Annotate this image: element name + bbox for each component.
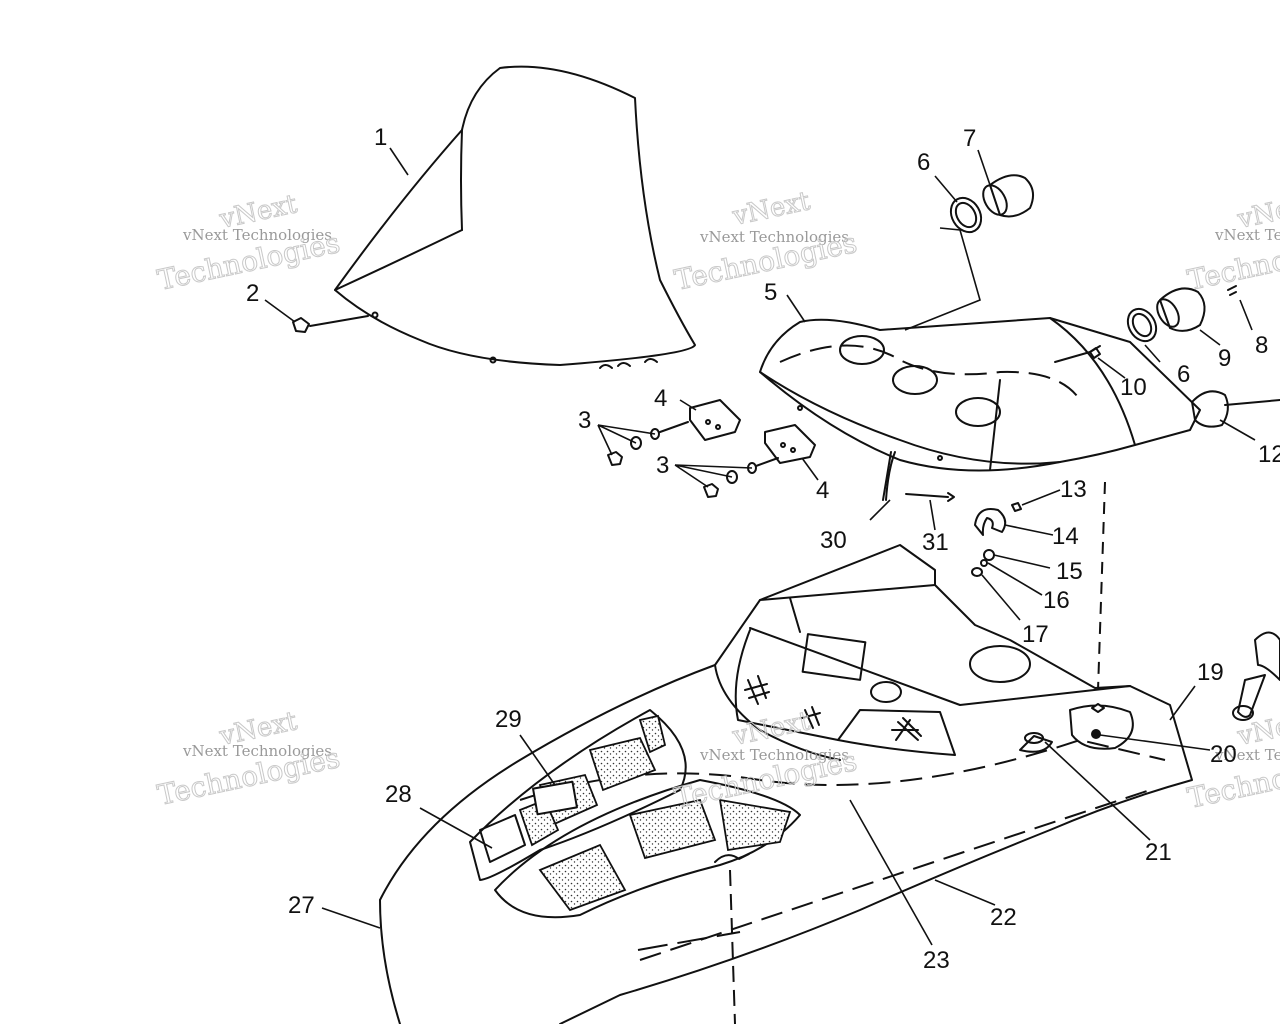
windshield [334,65,696,369]
callout-6-lower: 6 [1177,361,1190,388]
handle-part-right [1232,631,1280,721]
watermark-left-bottom: vNext vNext Technologies Technologies [154,706,343,813]
callout-15: 15 [1056,558,1083,585]
callout-20: 20 [1210,741,1237,768]
callout-6-upper: 6 [917,149,930,176]
hardware-3-lower [703,457,779,498]
gauge-ring-6-upper [949,196,983,234]
callout-5: 5 [764,279,777,306]
svg-text:vNext: vNext [729,186,813,232]
callout-12: 12 [1258,441,1280,468]
watermark-center-bottom: vNext vNext Technologies Technologies [671,706,860,816]
hardware-3-upper [607,421,689,466]
svg-text:vNext Technologies: vNext Technologies [699,228,849,246]
svg-text:vNext Technologies: vNext Technologies [1214,226,1280,244]
washer-15 [983,549,995,561]
gauge-7 [982,174,1035,218]
callout-23: 23 [923,947,950,974]
callout-16: 16 [1043,587,1070,614]
callout-7: 7 [963,125,976,152]
svg-text:vNext Technologies: vNext Technologies [182,742,332,760]
callout-31: 31 [922,529,949,556]
callout-8: 8 [1255,332,1268,359]
bracket-4-upper [689,399,741,441]
vent-grille-lower [494,779,801,919]
watermark-right-bottom: vNext vNext Technologies Technologies [1184,706,1280,816]
callout-2: 2 [246,280,259,307]
callout-9: 9 [1218,345,1231,372]
screw-13 [1011,502,1022,512]
callout-1: 1 [374,124,387,151]
bracket-4-lower [764,424,816,464]
callout-labels: 1 2 3 3 4 4 5 6 6 7 8 9 10 12 13 14 15 1… [246,124,1280,974]
bolt-31 [905,492,955,502]
cable-30 [885,451,896,501]
callout-13: 13 [1060,476,1087,503]
callout-27: 27 [288,892,315,919]
callout-22: 22 [990,904,1017,931]
callout-3-lower: 3 [656,452,669,479]
clamp-14 [974,508,1007,536]
callout-30: 30 [820,527,847,554]
nut-17 [971,567,983,577]
callout-10: 10 [1120,374,1147,401]
callout-14: 14 [1052,523,1079,550]
callout-21: 21 [1145,839,1172,866]
gauge-12 [1191,390,1280,428]
callout-17: 17 [1022,621,1049,648]
instrument-console [759,317,1136,472]
vent-grille-upper [469,709,687,881]
washer-16 [980,559,988,567]
svg-text:vNext Technologies: vNext Technologies [699,746,849,764]
callout-29: 29 [495,706,522,733]
screw-2 [292,315,369,333]
hood [379,544,1193,1024]
callout-4-lower: 4 [816,477,829,504]
svg-text:vNext Technologies: vNext Technologies [1214,746,1280,764]
callout-3-upper: 3 [578,407,591,434]
callout-4-upper: 4 [654,385,667,412]
callout-28: 28 [385,781,412,808]
gauge-9 [1156,287,1206,332]
watermark-right-top: vNext vNext Technologies Technologies [1184,189,1280,298]
svg-text:vNext Technologies: vNext Technologies [182,226,332,244]
callout-19: 19 [1197,659,1224,686]
gauge-ring-6-lower [1126,307,1158,343]
leader-lines [264,147,1256,946]
